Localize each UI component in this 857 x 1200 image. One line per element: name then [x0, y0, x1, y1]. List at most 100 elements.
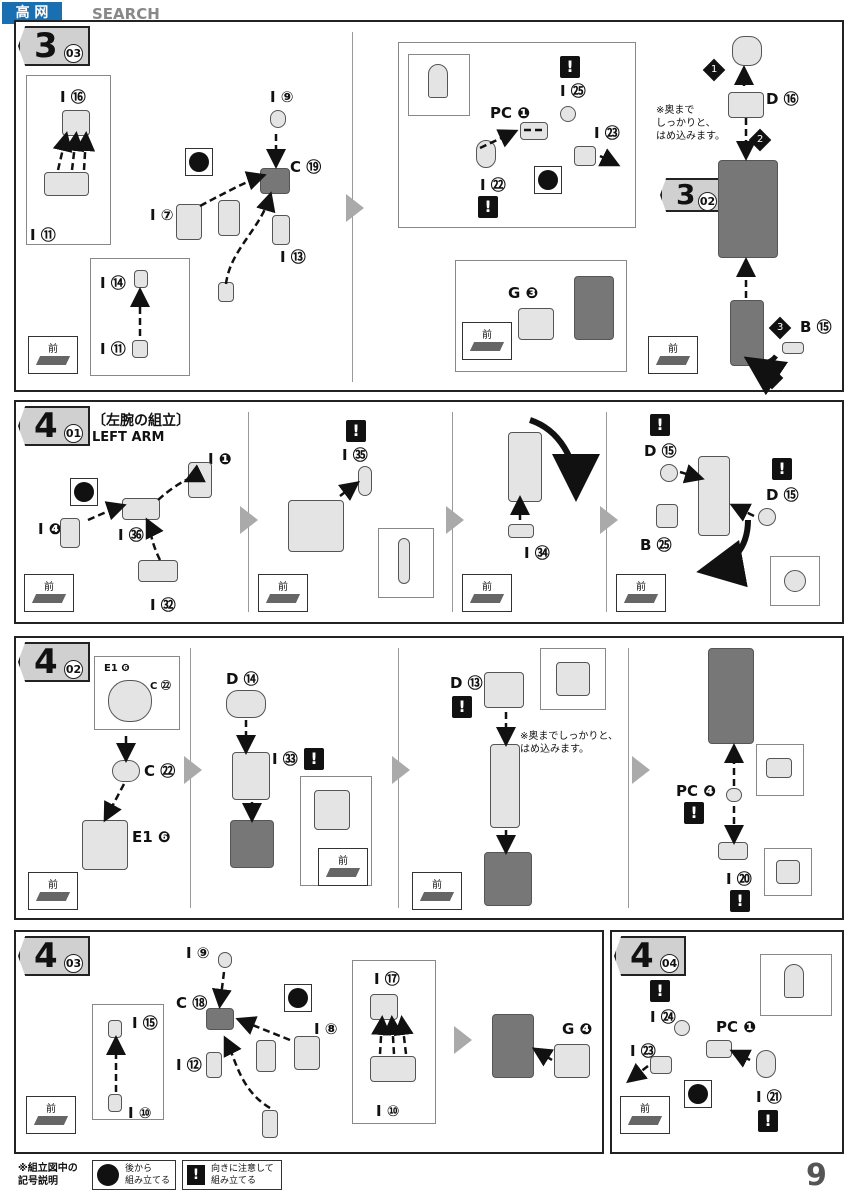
step-flow-arrow	[600, 506, 618, 534]
part-joint-block	[650, 1056, 672, 1074]
orientation-warning-icon: !	[560, 56, 580, 78]
part-label: I ㉒	[480, 176, 506, 194]
part-label: I ❶	[208, 450, 232, 468]
arrow-line	[224, 191, 276, 285]
part-pin	[398, 538, 410, 584]
part-label: I ⑭	[100, 274, 126, 292]
part-label: B ㉕	[640, 536, 672, 554]
part-fingers	[218, 200, 240, 236]
arrow-line	[679, 464, 705, 484]
part-hand	[294, 1036, 320, 1070]
step-flow-arrow	[446, 506, 464, 534]
part-label: I ⑨	[186, 944, 210, 962]
part-label: D ⑭	[226, 670, 259, 688]
part-i34	[508, 524, 534, 538]
part-shoulder-armor	[708, 648, 754, 744]
rotation-arrow	[743, 354, 789, 396]
part-thumb-base	[132, 340, 148, 358]
detail-box-hand-assembly	[26, 75, 111, 245]
rotation-arrow	[696, 519, 751, 588]
rear-assembly-icon	[684, 1080, 712, 1108]
arrow-line	[393, 1015, 414, 1055]
arrow-line	[52, 131, 73, 171]
part-label: D ⑯	[766, 90, 799, 108]
part-label: I ㉓	[594, 124, 620, 142]
arrow-line	[211, 971, 232, 1009]
arrow-line	[87, 501, 127, 522]
arrow-line	[145, 517, 164, 561]
step-flow-arrow	[184, 756, 202, 784]
part-fingers	[370, 1056, 416, 1082]
part-label: I ⑯	[60, 88, 86, 106]
part-label: I ⑨	[270, 88, 294, 106]
part-fingers	[256, 1040, 276, 1072]
detail-box-thumb-2	[92, 1004, 164, 1120]
rear-assembly-icon	[97, 1164, 119, 1186]
part-label: I ⑫	[176, 1056, 202, 1074]
front-indicator: 前	[620, 1096, 670, 1134]
part-label: I ❹	[38, 520, 62, 538]
arrow-line	[729, 1049, 752, 1068]
part-ball-joint	[756, 1050, 776, 1078]
arrow-line	[64, 131, 85, 171]
part-label: I ⑮	[132, 1014, 158, 1032]
part-pc4	[726, 788, 742, 802]
panel-divider	[628, 648, 629, 908]
arrow-line	[75, 131, 96, 171]
orientation-warning-icon: !	[684, 802, 704, 824]
assembly-note: ※奥までしっかりと、 はめ込みます。	[520, 731, 618, 755]
orientation-warning-icon: !	[758, 1110, 778, 1132]
part-label: I ㉑	[756, 1088, 782, 1106]
part-armor-g4	[554, 1044, 590, 1078]
part-joint-block	[574, 146, 596, 166]
step-flow-arrow	[346, 194, 364, 222]
part-ring-frame	[108, 680, 152, 722]
part-label: PC ❶	[716, 1018, 756, 1036]
part-label: C ⑲	[290, 158, 322, 176]
front-indicator: 前	[24, 574, 74, 612]
rear-assembly-icon	[284, 984, 312, 1012]
part-thumb	[206, 1052, 222, 1078]
arrow-line	[223, 1035, 271, 1110]
orientation-warning-icon: !	[730, 890, 750, 912]
arrow-line	[199, 171, 267, 208]
orientation-warning-icon: !	[478, 196, 498, 218]
front-indicator: 前	[616, 574, 666, 612]
part-label: I ㉕	[560, 82, 586, 100]
step-flow-arrow	[454, 1026, 472, 1054]
rotation-arrow	[528, 417, 600, 502]
orientation-warning-icon: !	[346, 420, 366, 442]
part-d15-cap	[660, 464, 678, 482]
part-label: I ㉔	[650, 1008, 676, 1026]
front-indicator: 前	[28, 336, 78, 374]
part-elbow-joint	[60, 518, 80, 548]
part-knuckle	[270, 110, 286, 128]
arrow-line	[382, 1015, 403, 1055]
part-label: C ㉒	[150, 681, 171, 692]
part-ball-joint	[428, 64, 448, 98]
part-hand	[176, 204, 202, 240]
part-b15	[782, 342, 804, 354]
part-label: I ⑧	[314, 1020, 338, 1038]
part-label: C ㉒	[144, 762, 176, 780]
part-label: I ⑪	[100, 340, 126, 358]
rear-assembly-icon	[185, 148, 213, 176]
part-label: I ㊱	[118, 526, 144, 544]
part-label: I ㉞	[524, 544, 550, 562]
legend-box-rear: 後から 組み立てる	[92, 1160, 176, 1190]
part-ball-joint	[784, 964, 804, 998]
part-label: D ⑮	[766, 486, 799, 504]
arrow-line	[729, 503, 755, 522]
part-forearm-frame	[574, 276, 614, 340]
arrow-line	[338, 481, 360, 501]
rear-assembly-icon	[70, 478, 98, 506]
part-b25	[656, 504, 678, 528]
part-label: C ⑱	[176, 994, 208, 1012]
section-title-jp: 〔左腕の組立〕	[92, 413, 190, 429]
step-flow-arrow	[240, 506, 258, 534]
front-indicator: 前	[318, 848, 368, 886]
